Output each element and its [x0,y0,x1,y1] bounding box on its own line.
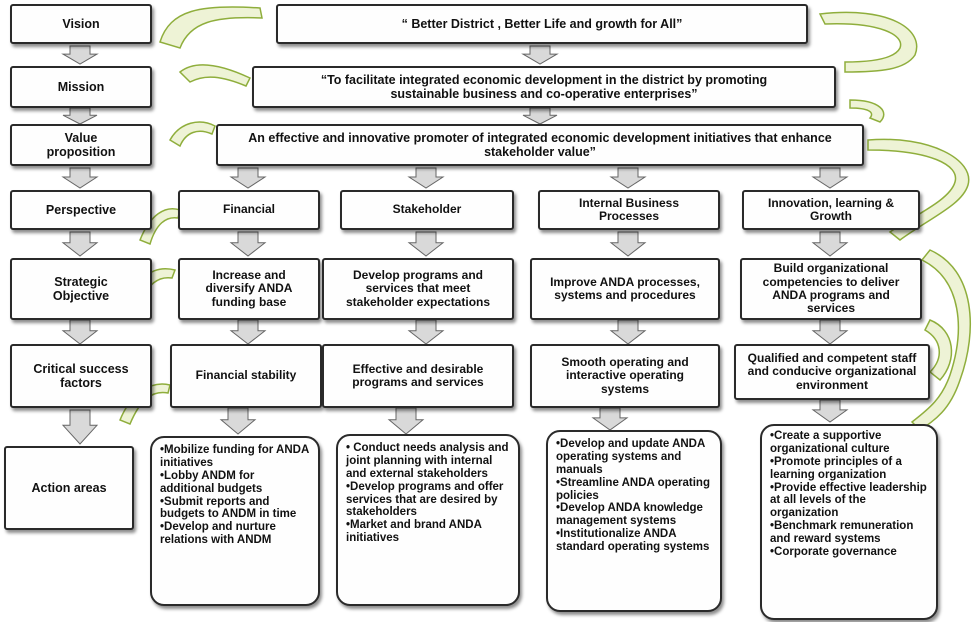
down-arrow [811,399,849,423]
curved-connector-mission [178,64,252,87]
critical-success-factors-label: Critical success factors [10,344,152,408]
perspective-internal-business-processes: Internal Business Processes [538,190,720,230]
mission-statement: “To facilitate integrated economic devel… [252,66,836,108]
actions-financial: Mobilize funding for ANDA initiatives Lo… [150,436,320,606]
value-proposition-label: Value proposition [10,124,152,166]
action-item: Market and brand ANDA initiatives [346,519,510,545]
curved-connector-row-right [924,319,953,382]
actions-innovation-learning-growth: Create a supportive organizational cultu… [760,424,938,620]
perspective-label: Perspective [10,190,152,230]
action-item: Corporate governance [770,546,928,559]
down-arrow [387,407,425,435]
down-arrow [591,407,629,431]
down-arrow [407,231,445,257]
objective-internal-business-processes: Improve ANDA processes, systems and proc… [530,258,720,320]
action-item: Streamline ANDA operating policies [556,477,712,503]
down-arrow [609,319,647,345]
objective-stakeholder: Develop programs and services that meet … [322,258,514,320]
action-item: Mobilize funding for ANDA initiatives [160,444,310,470]
down-arrow [407,319,445,345]
down-arrow [609,167,647,189]
action-item: Conduct needs analysis and joint plannin… [346,442,510,481]
perspective-financial: Financial [178,190,320,230]
down-arrow [61,319,99,345]
curved-connector-value [168,121,216,148]
down-arrow [61,409,99,445]
action-item: Develop programs and offer services that… [346,481,510,520]
curved-connector-top-right [818,11,918,73]
action-item: Benchmark remuneration and reward system… [770,520,928,546]
actions-stakeholder: Conduct needs analysis and joint plannin… [336,434,520,606]
action-item: Develop and update ANDA operating system… [556,438,712,477]
down-arrow [522,107,558,125]
strategic-objective-label: Strategic Objective [10,258,152,320]
csf-stakeholder: Effective and desirable programs and ser… [322,344,514,408]
action-item: Institutionalize ANDA standard operating… [556,528,712,554]
down-arrow [521,45,559,65]
value-proposition-statement: An effective and innovative promoter of … [216,124,864,166]
csf-innovation-learning-growth: Qualified and competent staff and conduc… [734,344,930,400]
objective-financial: Increase and diversify ANDA funding base [178,258,320,320]
objective-innovation-learning-growth: Build organizational competencies to del… [740,258,922,320]
action-item: Promote principles of a learning organiz… [770,456,928,482]
down-arrow [61,167,99,189]
curved-connector-mission-right [849,99,885,123]
down-arrow [609,231,647,257]
action-item: Develop ANDA knowledge management system… [556,502,712,528]
action-item: Submit reports and budgets to ANDM in ti… [160,496,310,522]
csf-financial: Financial stability [170,344,322,408]
action-item: Create a supportive organizational cultu… [770,430,928,456]
action-item: Provide effective leadership at all leve… [770,482,928,521]
curved-connector-vision [159,6,263,49]
actions-internal-business-processes: Develop and update ANDA operating system… [546,430,722,612]
action-item: Develop and nurture relations with ANDM [160,521,310,547]
csf-internal-business-processes: Smooth operating and interactive operati… [530,344,720,408]
action-item: Lobby ANDM for additional budgets [160,470,310,496]
perspective-stakeholder: Stakeholder [340,190,514,230]
down-arrow [61,231,99,257]
down-arrow [229,319,267,345]
down-arrow [811,167,849,189]
down-arrow [229,231,267,257]
down-arrow [219,407,257,435]
mission-label: Mission [10,66,152,108]
perspective-innovation-learning-growth: Innovation, learning & Growth [742,190,920,230]
down-arrow [229,167,267,189]
vision-label: Vision [10,4,152,44]
down-arrow [61,45,99,65]
down-arrow [62,107,98,125]
action-areas-label: Action areas [4,446,134,530]
down-arrow [811,231,849,257]
down-arrow [811,319,849,345]
vision-statement: “ Better District , Better Life and grow… [276,4,808,44]
down-arrow [407,167,445,189]
